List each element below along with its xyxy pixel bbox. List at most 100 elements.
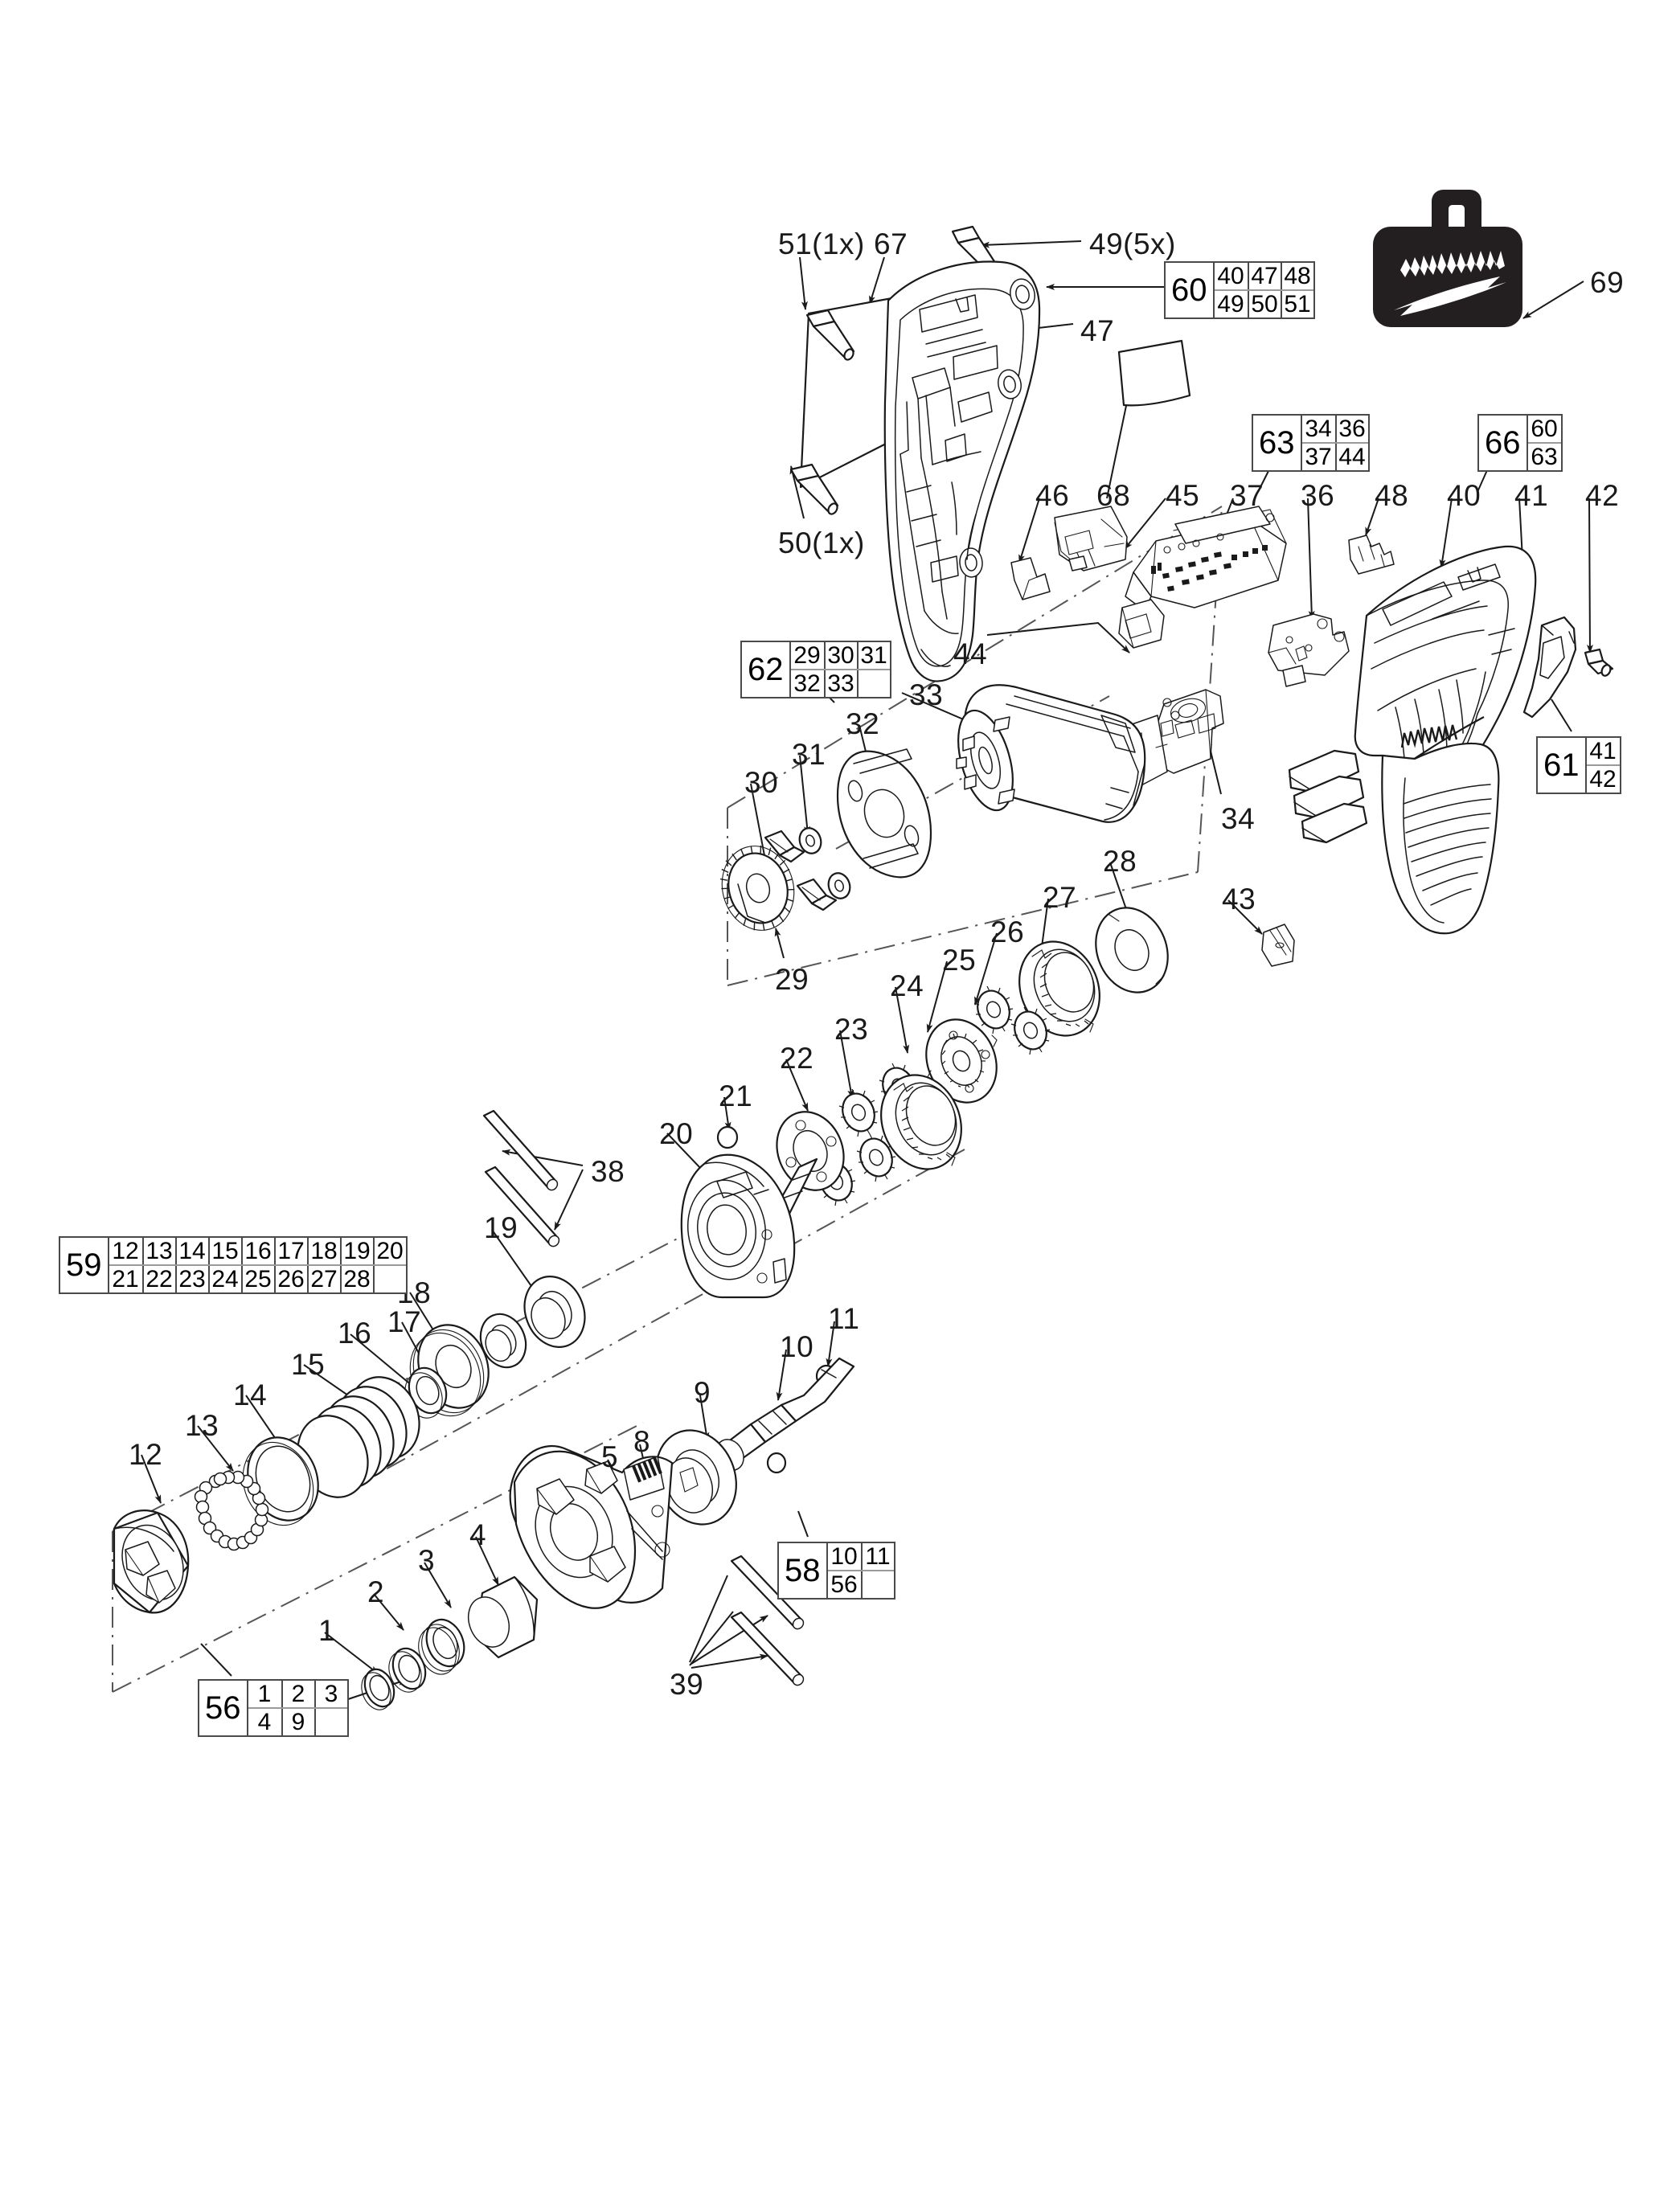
callout-30: 30	[744, 766, 779, 799]
group-59-cell: 22	[141, 1266, 175, 1292]
group-box-62: 62 29 30 31 32 33	[740, 641, 891, 698]
group-63-cell: 34	[1305, 415, 1332, 442]
group-box-62-id: 62	[748, 651, 784, 687]
group-box-66-id: 66	[1485, 424, 1521, 461]
callout-37: 37	[1230, 479, 1264, 512]
part-26-planet-gear-a	[973, 985, 1014, 1034]
group-box-59: 59 12 13 14 15 16 17 18 19 20 21 22 23	[59, 1236, 408, 1294]
callout-42: 42	[1585, 479, 1620, 512]
callout-32: 32	[846, 707, 880, 740]
part-29-pinion-gear	[719, 845, 795, 931]
group-56-cell: 2	[281, 1681, 314, 1707]
group-63-cell: 44	[1334, 444, 1368, 470]
group-box-66: 66 60 63	[1477, 414, 1563, 472]
callout-29: 29	[775, 963, 809, 996]
part-41-trigger	[1522, 616, 1577, 719]
part-8-washer	[655, 1429, 737, 1526]
callout-41: 41	[1514, 479, 1549, 512]
callout-24: 24	[890, 969, 924, 1002]
group-58-cell: 56	[830, 1571, 858, 1598]
callout-26: 26	[990, 916, 1025, 948]
callout-16: 16	[338, 1317, 372, 1350]
group-box-60-id: 60	[1171, 272, 1207, 308]
part-42-screw	[1584, 648, 1614, 677]
callout-15: 15	[291, 1348, 326, 1381]
callout-19: 19	[484, 1211, 518, 1244]
part-40-tool-housing	[1288, 545, 1537, 935]
part-1-oring	[361, 1668, 395, 1710]
group-59-cell: 19	[339, 1238, 373, 1264]
group-59-cell: 13	[141, 1238, 175, 1264]
part-4-sleeve	[467, 1575, 539, 1659]
part-31-washer-lower	[827, 872, 851, 899]
callout-2: 2	[367, 1575, 385, 1608]
callout-4: 4	[469, 1518, 487, 1551]
callout-47: 47	[1080, 314, 1115, 347]
callout-69: 69	[1590, 266, 1625, 299]
callout-46: 46	[1035, 479, 1070, 512]
callout-50: 50(1x)	[778, 526, 865, 559]
callout-9: 9	[694, 1376, 711, 1409]
part-45-switch-arm	[1054, 506, 1128, 571]
group-58-cell-empty	[860, 1571, 894, 1598]
group-60-cell: 47	[1247, 263, 1281, 289]
group-66-cell: 60	[1531, 415, 1558, 442]
group-box-61: 61 41 42	[1536, 736, 1621, 794]
callout-22: 22	[780, 1042, 814, 1075]
part-12-anvil-sleeve	[113, 1509, 190, 1614]
group-58-cell: 10	[830, 1542, 858, 1570]
group-59-cell: 14	[174, 1238, 208, 1264]
part-46-contact-strip	[1010, 557, 1051, 600]
callout-12: 12	[129, 1438, 163, 1471]
group-60-cell: 40	[1217, 262, 1244, 289]
callout-36: 36	[1301, 479, 1335, 512]
group-59-cell: 12	[112, 1237, 139, 1264]
group-box-56: 56 1 2 3 4 9	[198, 1679, 349, 1737]
part-50-screw	[789, 463, 839, 515]
group-59-cell-empty	[372, 1266, 406, 1292]
group-59-cell: 27	[306, 1266, 340, 1292]
callout-11: 11	[828, 1302, 860, 1335]
group-62-cell: 32	[793, 670, 821, 697]
part-13-ball-bearing-ring	[194, 1470, 269, 1551]
callout-10: 10	[780, 1330, 814, 1363]
callout-14: 14	[233, 1378, 268, 1411]
group-59-cell: 24	[207, 1266, 241, 1292]
callout-28: 28	[1103, 845, 1137, 878]
group-63-cell: 36	[1334, 416, 1368, 442]
callout-38: 38	[591, 1155, 625, 1188]
group-61-cell: 41	[1589, 737, 1617, 764]
part-51-screw	[805, 309, 855, 361]
part-68-label	[1117, 339, 1191, 407]
part-27-ring-gear	[1018, 940, 1100, 1037]
part-39-pins	[730, 1555, 805, 1686]
leader-lines	[141, 240, 1593, 1704]
group-box-63: 63 34 36 37 44	[1252, 414, 1370, 472]
callout-8: 8	[633, 1425, 651, 1458]
group-56-cell: 3	[314, 1681, 347, 1707]
part-43-belt-clip	[1261, 924, 1295, 967]
part-9-ball	[766, 1452, 787, 1474]
group-59-cell: 20	[372, 1238, 406, 1264]
callout-39: 39	[670, 1668, 704, 1701]
group-box-61-id: 61	[1543, 747, 1580, 783]
group-56-cell-empty	[314, 1709, 347, 1735]
group-59-cell: 18	[306, 1238, 340, 1264]
part-25-planet-carrier	[925, 1018, 998, 1104]
part-30-screw-lower	[796, 878, 838, 911]
callout-44: 44	[953, 637, 988, 670]
part-48-contact-clip	[1348, 535, 1395, 575]
part-69-carrying-case	[1373, 190, 1522, 327]
part-14-ring	[242, 1436, 319, 1526]
part-23-planet-gear-b	[838, 1088, 879, 1137]
part-33-motor	[956, 684, 1146, 823]
group-box-59-id: 59	[66, 1247, 102, 1283]
part-5-hammer-case	[509, 1444, 674, 1609]
callout-3: 3	[418, 1544, 436, 1577]
part-24-ring-gear	[880, 1074, 962, 1170]
group-62-cell-empty	[856, 670, 890, 697]
group-59-cell: 21	[112, 1265, 139, 1292]
group-66-cell: 63	[1531, 443, 1558, 470]
group-60-cell: 48	[1280, 263, 1313, 289]
